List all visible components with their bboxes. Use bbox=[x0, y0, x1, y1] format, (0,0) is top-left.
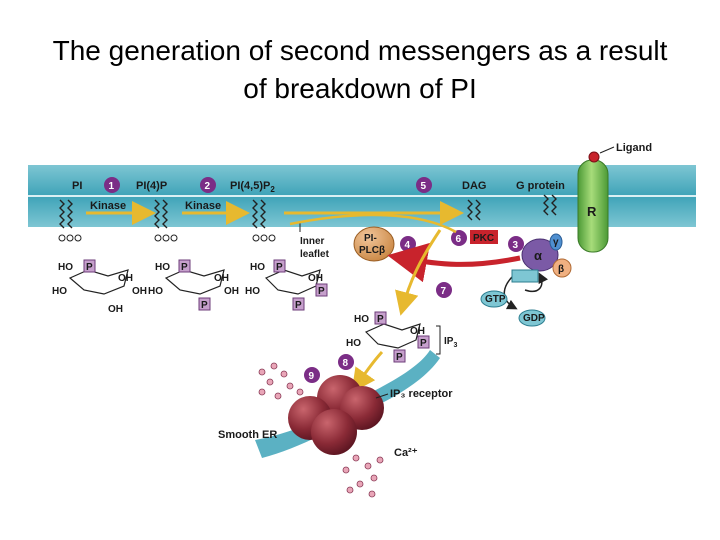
glycerol-heads bbox=[58, 234, 276, 242]
leaflet-label: leaflet bbox=[300, 249, 330, 260]
ip3-p3-label: P bbox=[396, 352, 403, 363]
pkc-label: PKC bbox=[473, 233, 494, 244]
step-2-number: 2 bbox=[205, 181, 211, 192]
pip2-phosphate-2 bbox=[315, 283, 328, 297]
ip3-phosphate-1 bbox=[374, 311, 387, 325]
pi4p-label: PI(4)P bbox=[136, 180, 167, 192]
galpha-activates-plc-arrow bbox=[387, 242, 521, 283]
gtp-badge bbox=[480, 290, 508, 308]
pi-ho-left: HO bbox=[52, 286, 67, 297]
pip2-hydrolysis-arrow bbox=[289, 213, 457, 234]
step-6-badge bbox=[451, 230, 467, 246]
dag-label: DAG bbox=[462, 180, 486, 192]
step-3-badge bbox=[508, 236, 524, 252]
step-7-badge bbox=[436, 282, 452, 298]
ligand-pointer bbox=[599, 146, 615, 154]
inositol-ring-pip2 bbox=[264, 269, 321, 295]
pi-ho-top: HO bbox=[58, 262, 73, 273]
gdp-badge bbox=[518, 309, 546, 327]
pi4p-oh-right: OH bbox=[214, 273, 229, 284]
step-1-badge bbox=[104, 177, 120, 193]
pi4p-phosphate-2 bbox=[198, 297, 211, 311]
pkc-box bbox=[470, 230, 498, 244]
pi4p-ho-left: HO bbox=[148, 286, 163, 297]
pip2-ho-top: HO bbox=[250, 262, 265, 273]
pip2-oh-right: OH bbox=[308, 273, 323, 284]
step-5-badge bbox=[416, 177, 432, 193]
title-line-1: The generation of second messengers as a… bbox=[52, 35, 668, 66]
g-alpha-subunit bbox=[521, 238, 559, 272]
g-beta-subunit bbox=[552, 258, 572, 278]
ip3-ho-left: HO bbox=[346, 338, 361, 349]
ip3-p2-label: P bbox=[420, 338, 427, 349]
slide-title: The generation of second messengers as a… bbox=[0, 32, 720, 108]
ip3-oh-right: OH bbox=[410, 326, 425, 337]
pip2-p3-label: P bbox=[295, 300, 302, 311]
g-protein-label: G protein bbox=[516, 180, 565, 192]
step-6-number: 6 bbox=[456, 234, 462, 245]
gdp-label: GDP bbox=[523, 313, 545, 324]
step-9-number: 9 bbox=[309, 371, 315, 382]
pi4p-p2-label: P bbox=[201, 300, 208, 311]
pi4p-p1-label: P bbox=[181, 262, 188, 273]
beta-label: β bbox=[558, 264, 564, 275]
step-4-number: 4 bbox=[405, 240, 411, 251]
pi-oh-bottom: OH bbox=[108, 304, 123, 315]
ip3-phosphate-2 bbox=[417, 335, 430, 349]
gamma-label: γ bbox=[553, 237, 559, 248]
ip3-ho-top: HO bbox=[354, 314, 369, 325]
pi-label: PI bbox=[72, 180, 82, 192]
pip2-ho-left: HO bbox=[245, 286, 260, 297]
ligand-molecule bbox=[588, 151, 600, 163]
gtp-bind-arrow bbox=[524, 272, 549, 292]
inner-label: Inner bbox=[300, 236, 325, 247]
step-8-number: 8 bbox=[343, 358, 349, 369]
g-gamma-subunit bbox=[549, 233, 563, 251]
alpha-label: α bbox=[534, 248, 542, 263]
ip3-label: IP3 bbox=[444, 336, 457, 349]
ip3-to-receptor-arrow bbox=[351, 350, 384, 393]
pi-phosphate-box bbox=[83, 259, 96, 273]
smooth-er-label: Smooth ER bbox=[218, 429, 277, 441]
ip3-receptor-pointer bbox=[375, 393, 389, 399]
kinase-1-label: Kinase bbox=[90, 200, 126, 212]
pi-oh-right: OH bbox=[118, 273, 133, 284]
pi45p2-label: PI(4,5)P2 bbox=[230, 180, 275, 194]
ip3-receptor-label: IP₃ receptor bbox=[390, 388, 453, 400]
pip2-p2-label: P bbox=[318, 286, 325, 297]
calcium-ions bbox=[258, 362, 384, 498]
step-1-number: 1 bbox=[109, 181, 115, 192]
pip2-phosphate-3 bbox=[292, 297, 305, 311]
pip2-p1-label: P bbox=[276, 262, 283, 273]
calcium-label: Ca²⁺ bbox=[394, 447, 418, 459]
receptor-label: R bbox=[587, 204, 597, 219]
title-line-2: of breakdown of PI bbox=[243, 73, 477, 104]
step-9-badge bbox=[304, 367, 320, 383]
pi4p-ho-top: HO bbox=[155, 262, 170, 273]
ip3-phosphate-3 bbox=[393, 349, 406, 363]
step-8-badge bbox=[338, 354, 354, 370]
plc-bottom-label: PLCβ bbox=[359, 245, 385, 256]
ip3-bracket bbox=[436, 325, 441, 355]
pi4p-phosphate-1 bbox=[178, 259, 191, 273]
ligand-label: Ligand bbox=[616, 142, 652, 154]
pi-phosphate-label: P bbox=[86, 262, 93, 273]
ip3-p1-label: P bbox=[377, 314, 384, 325]
step-7-number: 7 bbox=[441, 286, 447, 297]
pip2-phosphate-1 bbox=[273, 259, 286, 273]
step-2-badge bbox=[200, 177, 216, 193]
gtp-arrow-shape bbox=[511, 269, 539, 283]
kinase-2-label: Kinase bbox=[185, 200, 221, 212]
ip3-release-arrow bbox=[395, 229, 442, 316]
pi-oh-right2: OH bbox=[132, 286, 147, 297]
step-5-number: 5 bbox=[421, 181, 427, 192]
gtp-label: GTP bbox=[485, 294, 506, 305]
ip3-receptor-channel bbox=[288, 375, 384, 455]
step-3-number: 3 bbox=[513, 240, 519, 251]
ip3-ring bbox=[364, 323, 421, 349]
pi4p-oh-right2: OH bbox=[224, 286, 239, 297]
plc-top-label: PI- bbox=[364, 233, 377, 244]
